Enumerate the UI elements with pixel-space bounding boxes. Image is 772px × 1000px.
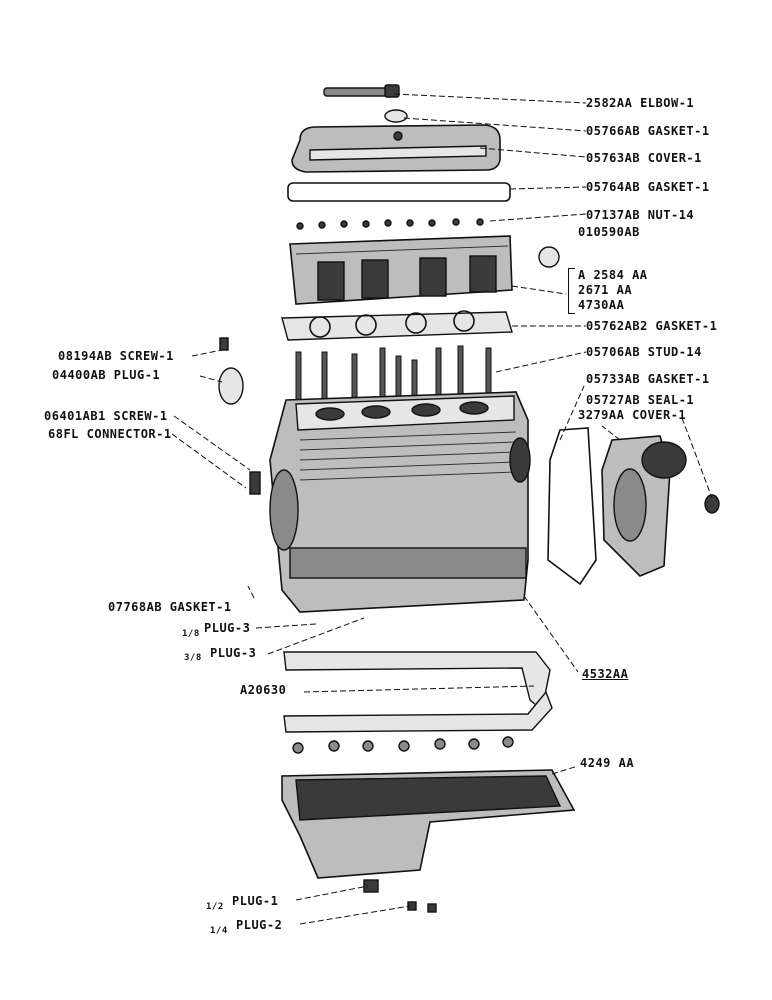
- label-stud: 05706AB STUD-14: [586, 345, 702, 359]
- seal-part: [704, 494, 720, 514]
- label-head-c: 4730AA: [578, 298, 625, 312]
- engine-block-part: [269, 391, 531, 613]
- connector-part: [249, 471, 261, 495]
- label-half-plug-size: 1/2: [206, 902, 224, 912]
- label-head-b: 2671 AA: [578, 283, 633, 297]
- label-front-cover: 3279AA COVER-1: [578, 408, 687, 422]
- cylinder-head-part: [289, 235, 513, 305]
- label-seal: 05727AB SEAL-1: [586, 393, 695, 407]
- label-quarter-plug: PLUG-2: [236, 918, 283, 932]
- label-threeeighth-plug: PLUG-3: [210, 646, 257, 660]
- label-head-a: A 2584 AA: [578, 268, 648, 282]
- elbow-gasket-part: [384, 109, 408, 123]
- label-nut: 07137AB NUT-14: [586, 208, 695, 222]
- head-plug-part: [538, 246, 560, 268]
- label-eighth-plug: PLUG-3: [204, 621, 251, 635]
- label-connector-screw: 06401AB1 SCREW-1: [44, 409, 168, 423]
- label-head-plug: 010590AB: [578, 225, 640, 239]
- valve-cover-part: [291, 124, 501, 173]
- leader-lines: [171, 93, 713, 925]
- front-gasket-part: [547, 427, 597, 586]
- label-eighth-plug-size: 1/8: [182, 629, 200, 639]
- label-oil-pan: 4249 AA: [580, 756, 635, 770]
- nuts-row: [296, 218, 484, 230]
- label-cover-gasket: 05764AB GASKET-1: [586, 180, 710, 194]
- label-pan-gasket: A20630: [240, 683, 287, 697]
- elbow-part: [323, 84, 400, 98]
- pan-bolts: [292, 736, 514, 754]
- oil-pan-part: [281, 769, 576, 879]
- label-valve-cover: 05763AB COVER-1: [586, 151, 702, 165]
- label-elbow-gasket: 05766AB GASKET-1: [586, 124, 710, 138]
- label-plug-screw: 08194AB SCREW-1: [58, 349, 174, 363]
- front-cover-part: [601, 435, 687, 577]
- label-front-gasket: 05733AB GASKET-1: [586, 372, 710, 386]
- label-quarter-plug-size: 1/4: [210, 926, 228, 936]
- plug-screw-part: [219, 337, 229, 351]
- label-threeeighth-plug-size: 3/8: [184, 653, 202, 663]
- side-plug-part: [218, 367, 244, 405]
- head-bracket: [568, 268, 575, 314]
- quarter-plug-part-2: [427, 903, 437, 913]
- label-block: 4532AA: [582, 667, 629, 681]
- half-plug-part: [363, 879, 379, 893]
- label-head-gasket: 05762AB2 GASKET-1: [586, 319, 718, 333]
- pan-gasket-lower: [283, 690, 553, 733]
- cover-gasket-part: [287, 182, 511, 202]
- label-side-plug: 04400AB PLUG-1: [52, 368, 161, 382]
- head-gasket-part: [281, 310, 513, 341]
- pan-gasket-upper: [283, 651, 551, 712]
- label-half-plug: PLUG-1: [232, 894, 279, 908]
- label-rear-gasket: 07768AB GASKET-1: [108, 600, 232, 614]
- label-elbow: 2582AA ELBOW-1: [586, 96, 695, 110]
- label-connector: 68FL CONNECTOR-1: [48, 427, 172, 441]
